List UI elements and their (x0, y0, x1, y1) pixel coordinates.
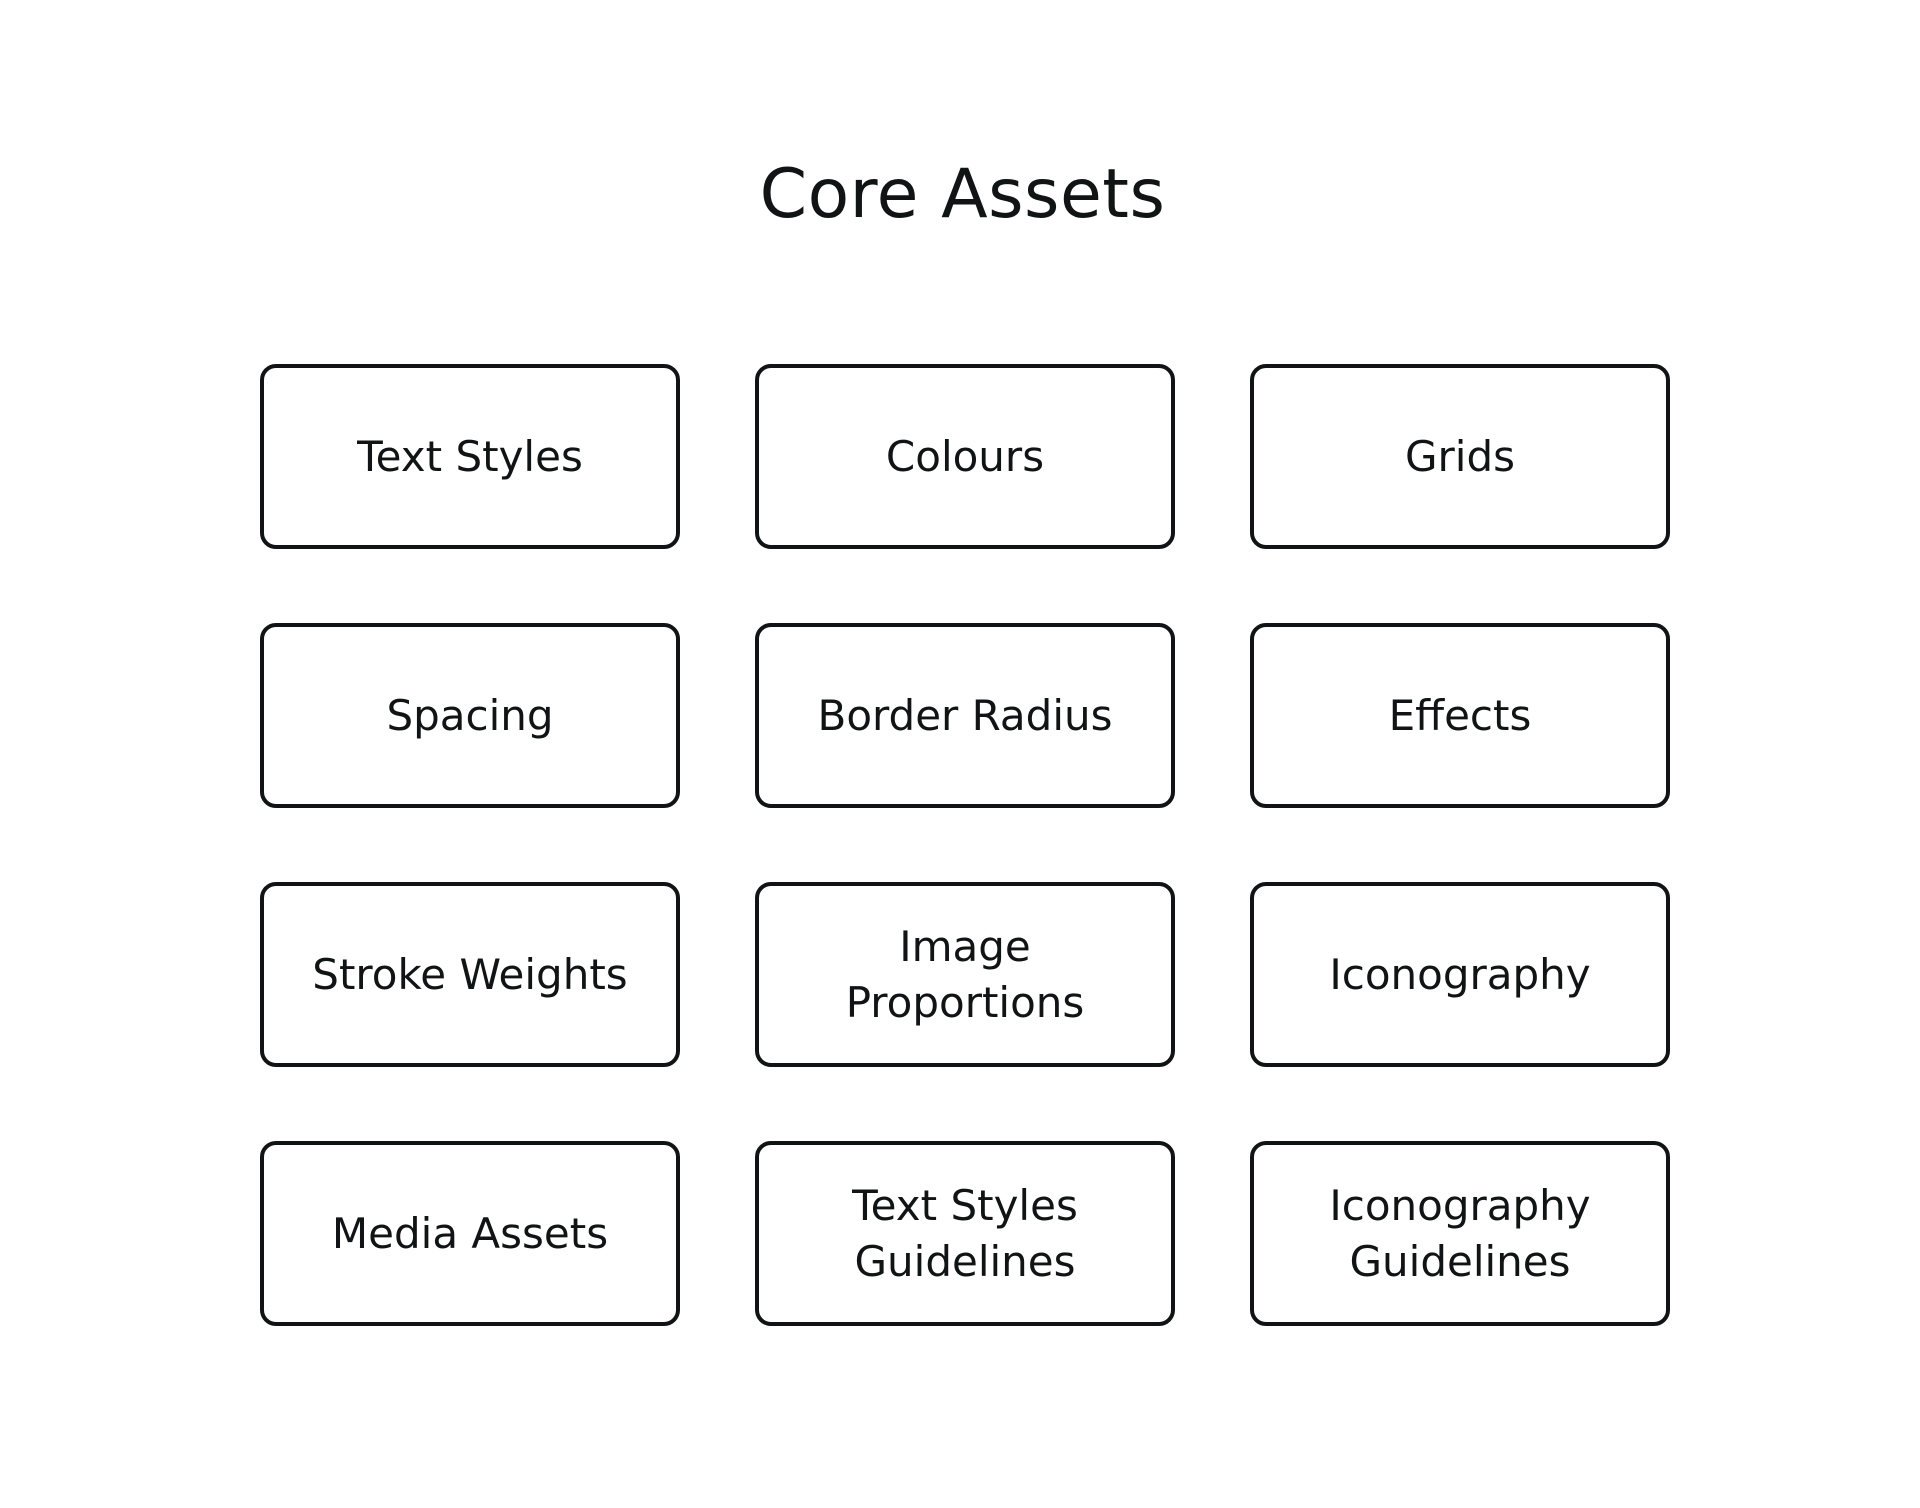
page-title: Core Assets (759, 155, 1166, 234)
card-image-proportions[interactable]: Image Proportions (755, 882, 1175, 1067)
asset-card-grid: Text Styles Colours Grids Spacing Border… (260, 364, 1671, 1326)
card-label: Text Styles (357, 431, 583, 481)
card-label: Spacing (386, 690, 554, 740)
card-effects[interactable]: Effects (1250, 623, 1670, 808)
card-stroke-weights[interactable]: Stroke Weights (260, 882, 680, 1067)
card-label: Effects (1388, 690, 1532, 740)
card-label: Colours (885, 431, 1045, 481)
card-label: Border Radius (817, 690, 1113, 740)
card-label: Image Proportions (845, 921, 1085, 1027)
card-iconography-guidelines[interactable]: Iconography Guidelines (1250, 1141, 1670, 1326)
card-text-styles-guidelines[interactable]: Text Styles Guidelines (755, 1141, 1175, 1326)
card-media-assets[interactable]: Media Assets (260, 1141, 680, 1326)
card-label: Media Assets (331, 1208, 609, 1258)
card-iconography[interactable]: Iconography (1250, 882, 1670, 1067)
card-label: Stroke Weights (312, 949, 628, 999)
card-spacing[interactable]: Spacing (260, 623, 680, 808)
card-label: Iconography Guidelines (1329, 1180, 1591, 1286)
card-grids[interactable]: Grids (1250, 364, 1670, 549)
card-label: Iconography (1329, 949, 1591, 999)
card-border-radius[interactable]: Border Radius (755, 623, 1175, 808)
card-label: Grids (1404, 431, 1516, 481)
card-text-styles[interactable]: Text Styles (260, 364, 680, 549)
card-colours[interactable]: Colours (755, 364, 1175, 549)
card-label: Text Styles Guidelines (852, 1180, 1078, 1286)
